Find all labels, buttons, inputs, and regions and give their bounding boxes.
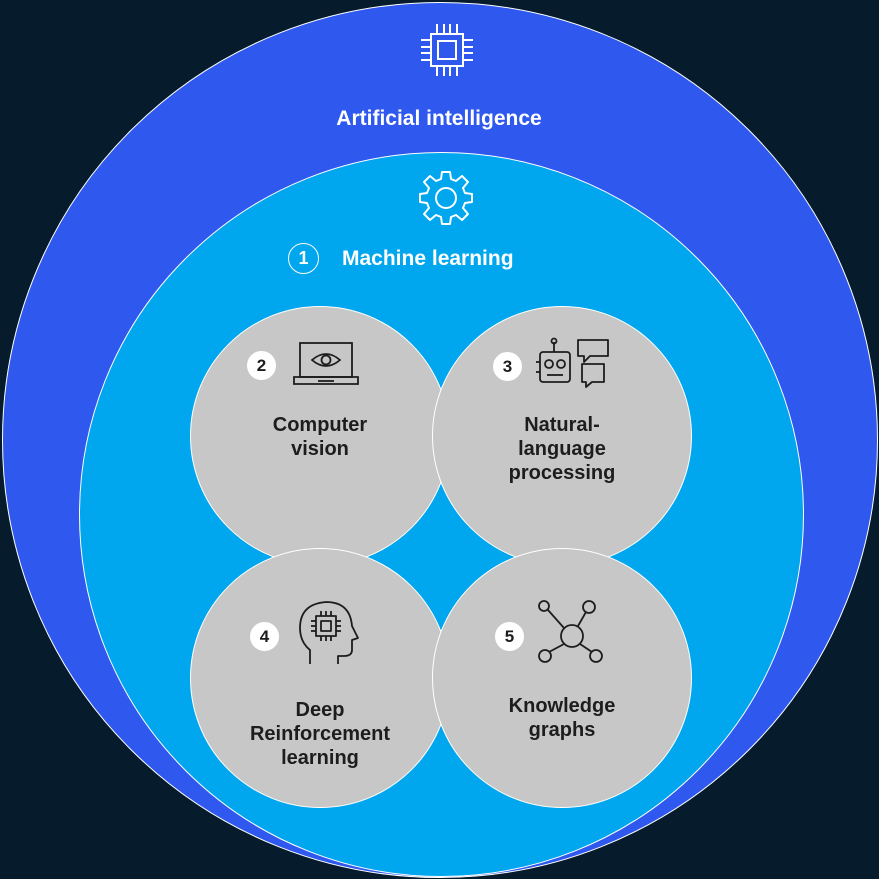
area-label-line: Natural- [524, 414, 600, 436]
area-number-badge: 4 [250, 622, 279, 651]
area-number-badge: 5 [495, 622, 524, 651]
computer-vision-circle [190, 306, 450, 566]
area-number-badge: 2 [247, 351, 276, 380]
ai-title: Artificial intelligence [336, 107, 542, 130]
nlp-circle [432, 306, 692, 566]
network-graph-icon [538, 600, 603, 663]
area-label-line: learning [281, 747, 359, 769]
head-chip-icon [299, 601, 359, 664]
area-label-line: language [518, 438, 606, 460]
knowledge-graphs-circle [432, 548, 692, 808]
area-label: Deep Reinforcement learning [220, 698, 420, 770]
robot-chat-icon [536, 337, 609, 388]
ml-title: Machine learning [342, 247, 514, 270]
area-label: Computer vision [220, 413, 420, 461]
area-label: Knowledge graphs [462, 694, 662, 742]
laptop-eye-icon [293, 342, 359, 385]
deep-rl-circle [190, 548, 450, 808]
area-label-line: Knowledge [508, 695, 616, 717]
machine-learning-circle [79, 152, 804, 877]
area-label-line: Deep [295, 699, 345, 721]
gear-icon [419, 171, 473, 225]
area-label-line: vision [291, 438, 349, 460]
area-label-line: graphs [528, 719, 596, 741]
area-label: Natural- language processing [462, 413, 662, 485]
chip-icon [421, 24, 473, 76]
area-label-line: processing [508, 462, 616, 484]
ml-number-badge: 1 [288, 243, 319, 274]
area-number-badge: 3 [493, 352, 522, 381]
area-label-line: Reinforcement [249, 723, 391, 745]
area-label-line: Computer [272, 414, 368, 436]
